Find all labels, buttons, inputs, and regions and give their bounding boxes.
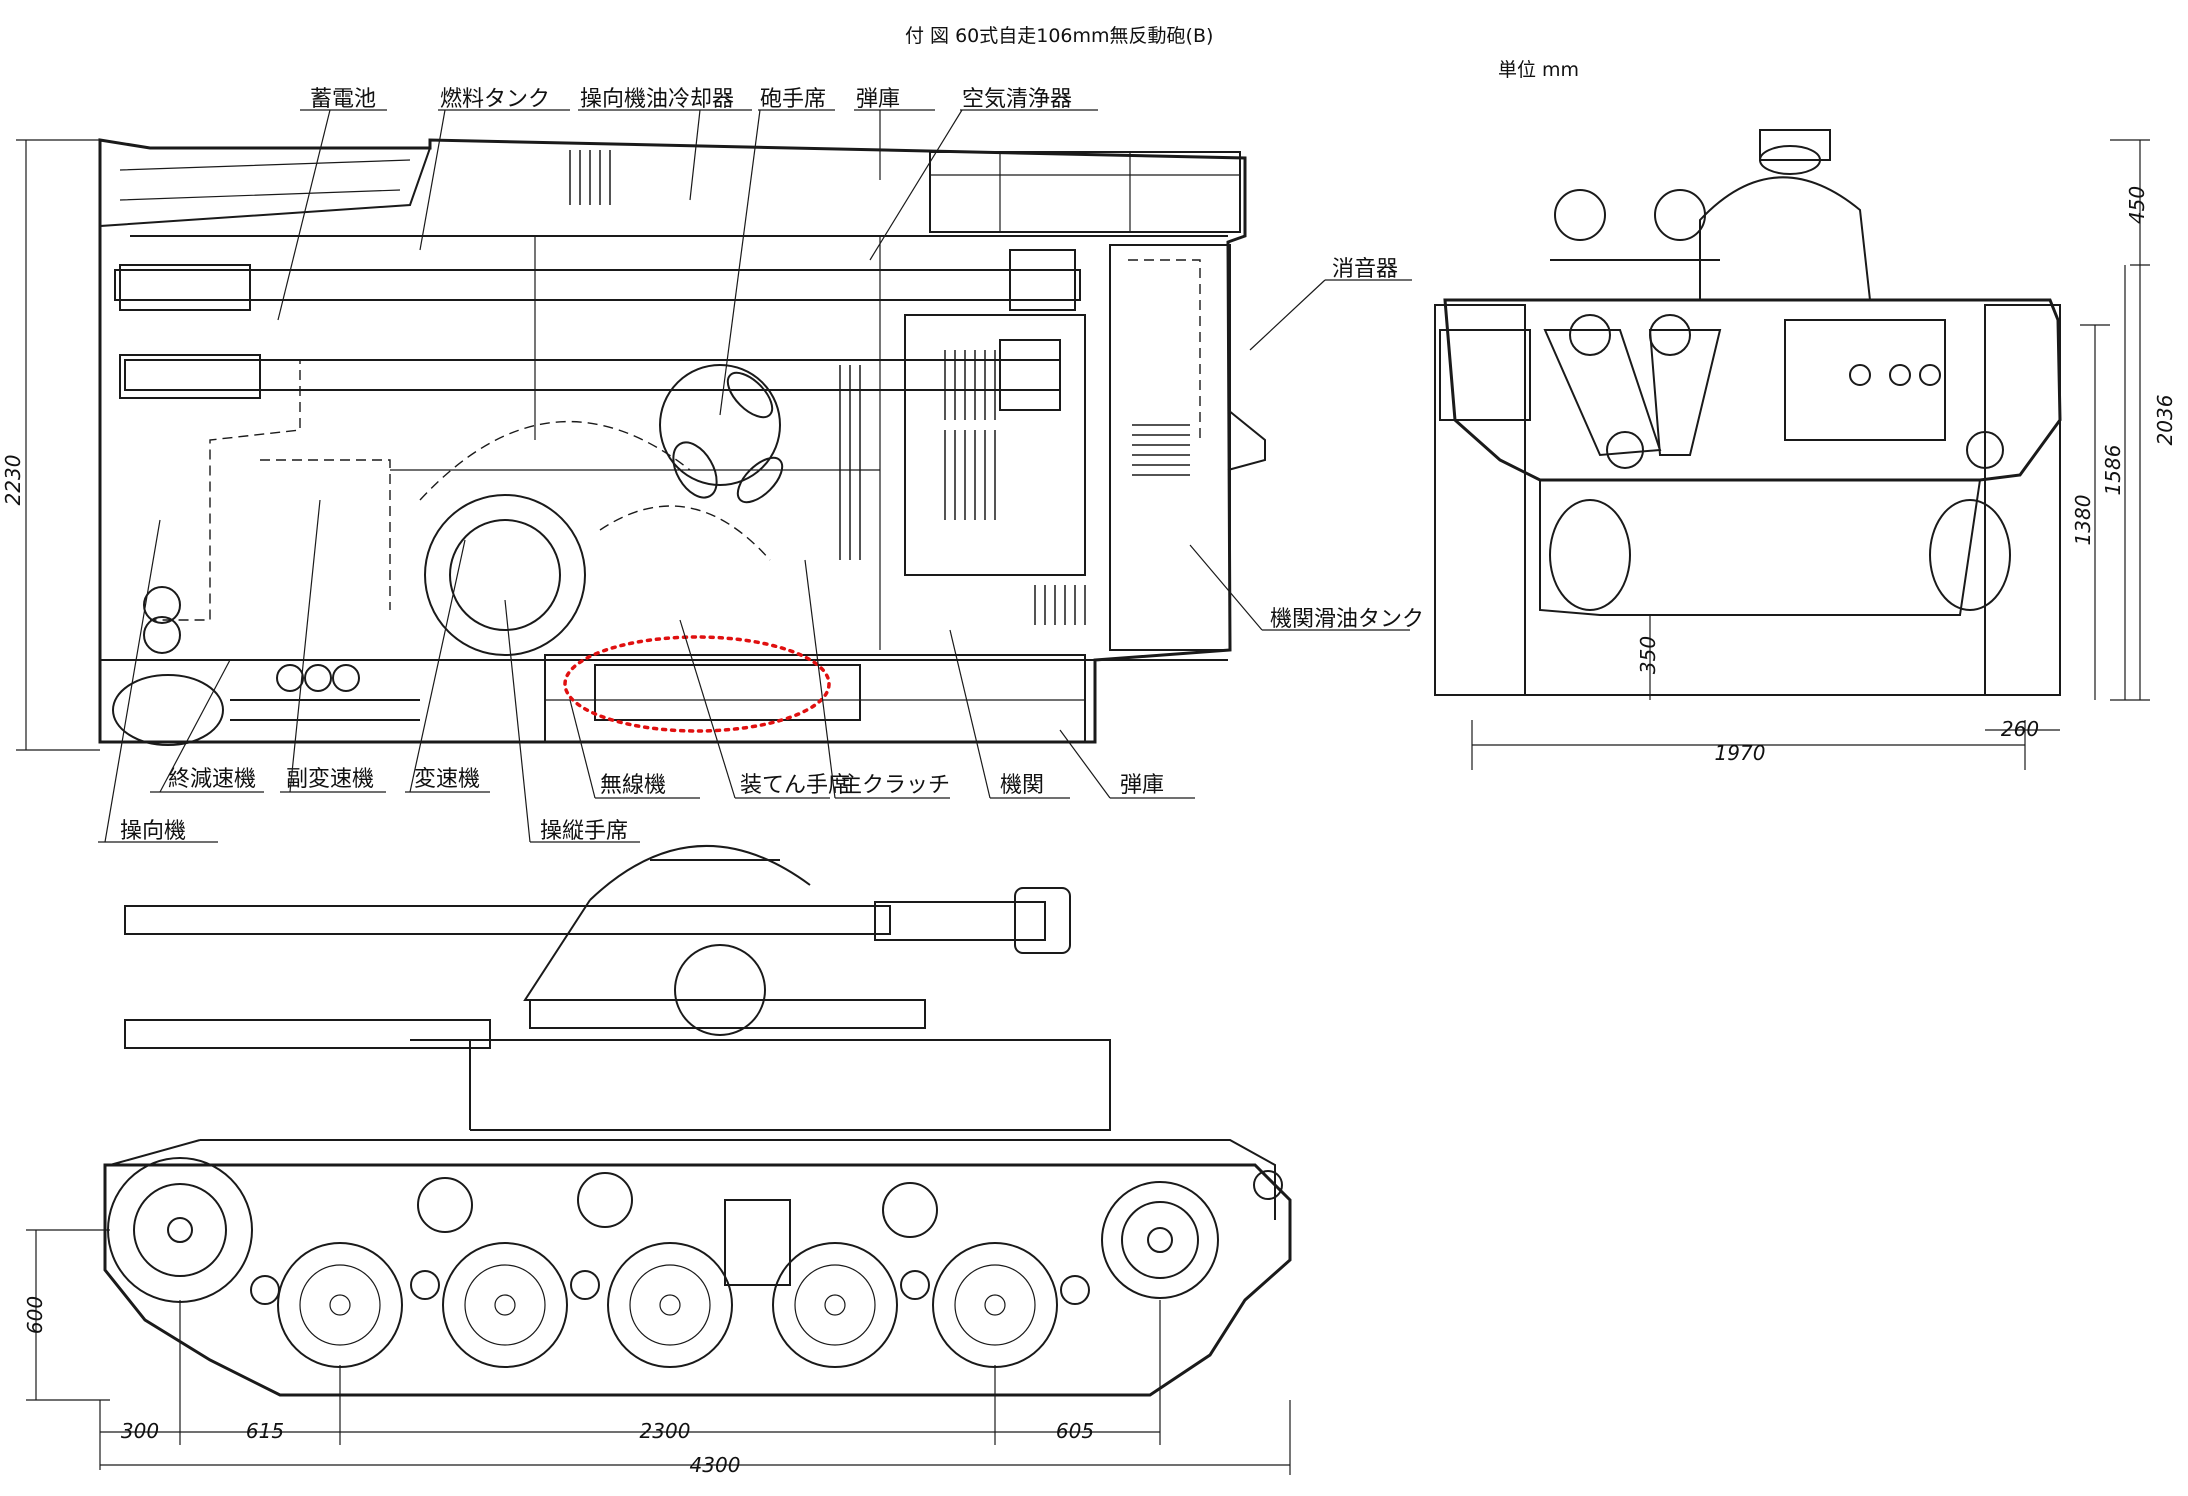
dim-1970: 1970	[1715, 741, 1766, 765]
label-loader-seat: 装てん手席	[740, 773, 850, 798]
label-steering-gear: 操向機	[120, 819, 186, 844]
label-final-drive: 終減速機	[168, 767, 256, 792]
dim-2036: 2036	[2153, 395, 2177, 446]
label-muffler: 消音器	[1332, 257, 1398, 282]
side-view: 600 300 615 2300 605 4300	[23, 844, 1292, 1477]
label-engine-oil-tank: 機関滑油タンク	[1270, 607, 1424, 632]
drawing-title: 付 図 60式自走106mm無反動砲(B)	[905, 25, 1213, 47]
label-aux-transmission: 副変速機	[286, 767, 374, 792]
label-gunner-seat: 砲手席	[760, 87, 826, 112]
label-magazine-bottom: 弾庫	[1120, 773, 1164, 798]
label-battery: 蓄電池	[310, 87, 376, 112]
dim-450: 450	[2125, 186, 2149, 224]
highlight-ellipse	[563, 635, 831, 733]
dim-4300: 4300	[690, 1453, 741, 1477]
dim-1586: 1586	[2101, 445, 2125, 496]
dim-2300: 2300	[640, 1419, 691, 1443]
label-air-cleaner: 空気清浄器	[962, 87, 1072, 112]
dim-350: 350	[1636, 636, 1660, 674]
dim-2230-text: 2230	[1, 455, 25, 506]
label-transmission: 変速機	[414, 767, 480, 792]
front-view: 450 2036 1586 1380 350 1970 260	[1434, 129, 2177, 770]
top-view	[98, 138, 1266, 746]
dim-260: 260	[2001, 717, 2039, 741]
unit-label: 単位 mm	[1498, 59, 1579, 81]
dim-605: 605	[1056, 1419, 1094, 1443]
label-radio: 無線機	[600, 773, 666, 798]
label-magazine-top: 弾庫	[856, 87, 900, 112]
dim-300: 300	[121, 1419, 159, 1443]
dim-615: 615	[246, 1419, 284, 1443]
dim-600: 600	[23, 1296, 47, 1334]
label-fuel-tank: 燃料タンク	[440, 87, 550, 112]
dimension-2230: 2230	[1, 139, 100, 751]
label-steering-oil-cooler: 操向機油冷却器	[580, 87, 734, 112]
dim-1380: 1380	[2071, 495, 2095, 546]
road-wheels	[277, 1242, 1058, 1368]
label-main-clutch: 主クラッチ	[840, 773, 950, 798]
label-driver-seat: 操縦手席	[540, 819, 628, 844]
top-view-labels: 蓄電池 燃料タンク 操向機油冷却器 砲手席 弾庫 空気清浄器 消音器 機関滑油タ…	[98, 87, 1424, 844]
label-engine: 機関	[1000, 773, 1044, 798]
